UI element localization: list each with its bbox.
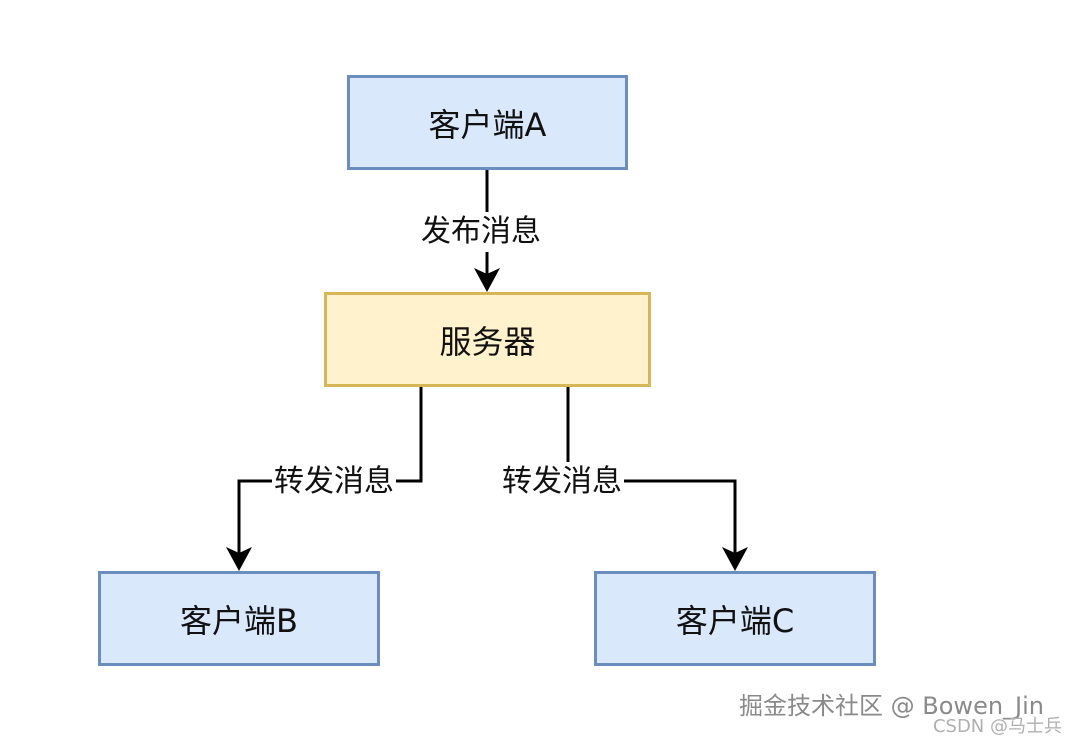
node-client-b: 客户端B [98,571,380,666]
node-client-b-label: 客户端B [180,601,298,640]
watermark-juejin: 掘金技术社区 @ Bowen_Jin [739,692,1044,720]
edge-label-publish: 发布消息 [419,212,543,252]
node-client-a-label: 客户端A [428,105,547,144]
node-client-c: 客户端C [594,571,876,666]
arrowhead-c [722,547,748,571]
arrowhead-b [226,547,252,571]
watermark-csdn: CSDN @马士兵 [932,716,1062,737]
edge-label-forward-b: 转发消息 [272,462,396,502]
node-client-a: 客户端A [347,75,628,170]
arrowhead-server [474,268,500,292]
edge-label-forward-c: 转发消息 [500,462,624,502]
edge-server-to-c [566,387,737,557]
node-server-label: 服务器 [439,322,536,361]
node-server: 服务器 [324,292,651,387]
node-client-c-label: 客户端C [675,601,795,640]
